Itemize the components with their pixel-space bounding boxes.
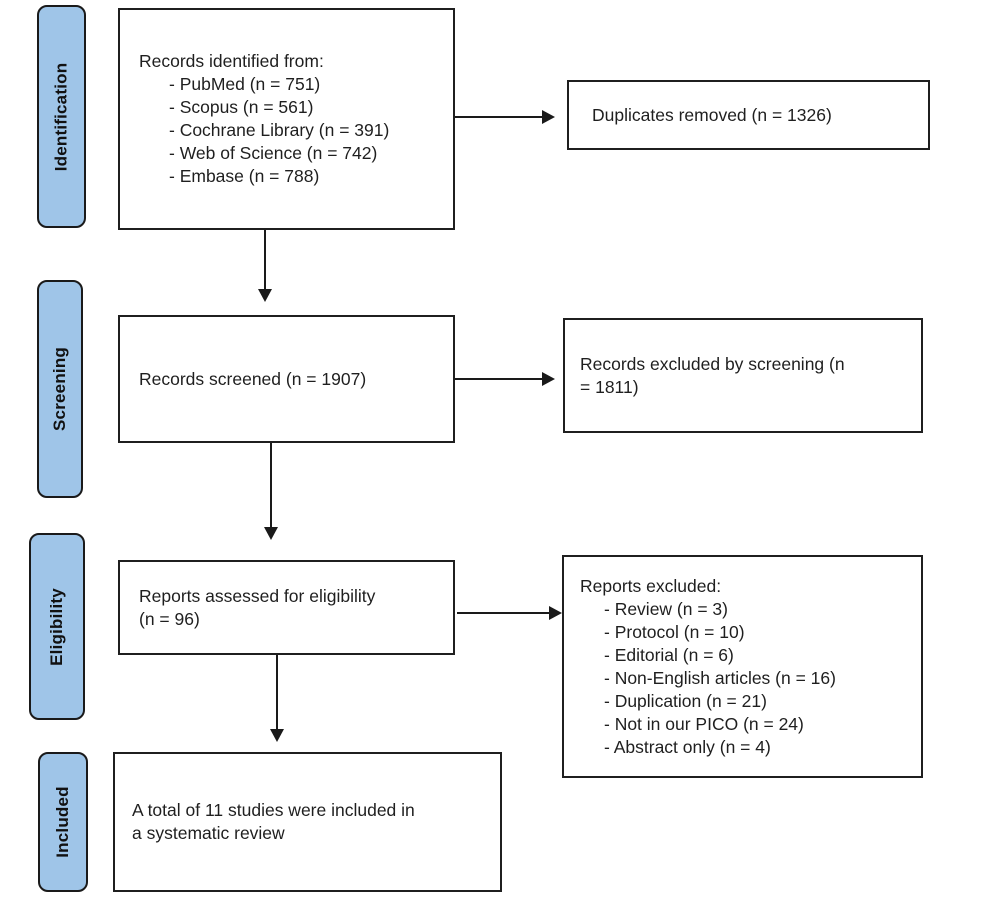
excluded-duplication: - Duplication (n = 21) <box>604 690 767 711</box>
records-screened-text: Records screened (n = 1907) <box>139 368 367 389</box>
arrow-assessed-to-excluded-head-icon <box>549 606 562 620</box>
excluded-review: - Review (n = 3) <box>604 598 728 619</box>
excluded-not-in-pico: - Not in our PICO (n = 24) <box>604 713 804 734</box>
box-duplicates-removed: Duplicates removed (n = 1326) <box>567 80 930 150</box>
arrow-screened-to-excluded-head-icon <box>542 372 555 386</box>
reports-assessed-content: Reports assessed for eligibility (n = 96… <box>120 585 453 631</box>
arrow-identified-to-screened-line <box>264 230 266 290</box>
box-reports-excluded: Reports excluded: - Review (n = 3) - Pro… <box>562 555 923 778</box>
stage-label-screening: Screening <box>50 347 69 431</box>
arrow-identified-to-duplicates-head-icon <box>542 110 555 124</box>
arrow-identified-to-screened-head-icon <box>258 289 272 302</box>
excluded-abstract-only: - Abstract only (n = 4) <box>604 736 771 757</box>
excluded-protocol: - Protocol (n = 10) <box>604 621 745 642</box>
box-records-excluded-screening: Records excluded by screening (n = 1811) <box>563 318 923 433</box>
arrow-screened-to-assessed-line <box>270 443 272 528</box>
records-excluded-line-2: = 1811) <box>580 376 639 397</box>
source-cochrane: - Cochrane Library (n = 391) <box>169 120 390 140</box>
studies-included-content: A total of 11 studies were included in a… <box>115 799 500 845</box>
stage-tab-screening: Screening <box>37 280 83 498</box>
stage-tab-included: Included <box>38 752 88 892</box>
reports-assessed-line-1: Reports assessed for eligibility <box>139 585 376 606</box>
box-records-identified: Records identified from: - PubMed (n = 7… <box>118 8 455 230</box>
source-web-of-science: - Web of Science (n = 742) <box>169 143 378 163</box>
source-pubmed: - PubMed (n = 751) <box>169 74 321 94</box>
box-studies-included: A total of 11 studies were included in a… <box>113 752 502 892</box>
box-records-identified-content: Records identified from: - PubMed (n = 7… <box>120 50 453 188</box>
stage-tab-eligibility: Eligibility <box>29 533 85 720</box>
arrow-identified-to-duplicates-line <box>455 116 544 118</box>
source-scopus: - Scopus (n = 561) <box>169 97 314 117</box>
excluded-non-english: - Non-English articles (n = 16) <box>604 667 836 688</box>
records-excluded-line-1: Records excluded by screening (n <box>580 353 845 374</box>
duplicates-removed-text: Duplicates removed (n = 1326) <box>592 104 832 125</box>
reports-assessed-line-2: (n = 96) <box>139 608 200 629</box>
reports-excluded-content: Reports excluded: - Review (n = 3) - Pro… <box>564 575 921 759</box>
records-excluded-screening-content: Records excluded by screening (n = 1811) <box>565 353 921 399</box>
arrow-assessed-to-excluded-line <box>457 612 550 614</box>
box-records-screened: Records screened (n = 1907) <box>118 315 455 443</box>
arrow-screened-to-excluded-line <box>455 378 544 380</box>
excluded-editorial: - Editorial (n = 6) <box>604 644 734 665</box>
stage-label-eligibility: Eligibility <box>47 587 67 666</box>
arrow-assessed-to-included-line <box>276 655 278 731</box>
stage-label-included: Included <box>53 786 72 858</box>
stage-label-identification: Identification <box>51 62 71 171</box>
reports-excluded-title: Reports excluded: <box>580 575 722 596</box>
arrow-screened-to-assessed-head-icon <box>264 527 278 540</box>
stage-tab-identification: Identification <box>37 5 86 228</box>
records-identified-title: Records identified from: <box>139 51 324 71</box>
studies-included-line-1: A total of 11 studies were included in <box>132 800 415 820</box>
source-embase: - Embase (n = 788) <box>169 166 320 186</box>
studies-included-line-2: a systematic review <box>132 823 285 843</box>
box-reports-assessed: Reports assessed for eligibility (n = 96… <box>118 560 455 655</box>
arrow-assessed-to-included-head-icon <box>270 729 284 742</box>
